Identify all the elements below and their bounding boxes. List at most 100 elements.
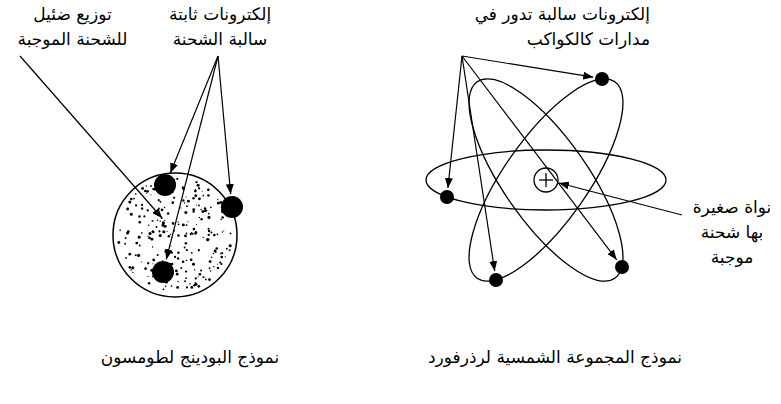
charge-speck: [208, 213, 210, 215]
charge-speck: [198, 197, 201, 200]
charge-speck: [195, 189, 196, 190]
charge-speck: [217, 267, 220, 270]
charge-speck: [173, 197, 175, 199]
charge-speck: [184, 202, 185, 203]
charge-speck: [171, 245, 172, 246]
charge-speck: [146, 193, 147, 194]
charge-speck: [201, 210, 204, 213]
charge-speck: [220, 256, 223, 259]
charge-speck: [207, 194, 210, 197]
charge-speck: [147, 236, 148, 237]
charge-speck: [225, 256, 226, 257]
charge-speck: [184, 280, 186, 282]
charge-speck: [167, 212, 170, 215]
charge-speck: [202, 191, 203, 192]
charge-speck: [133, 198, 135, 200]
charge-speck: [157, 219, 159, 221]
charge-speck: [185, 242, 187, 244]
annotation-label: إلكترونات سالبة تدور في مدارات كالكواكب: [440, 2, 650, 52]
charge-speck: [135, 254, 137, 256]
charge-speck: [222, 231, 223, 232]
charge-speck: [189, 283, 190, 284]
charge-speck: [150, 194, 151, 195]
electron-dot: [489, 273, 503, 287]
charge-speck: [191, 232, 192, 233]
charge-speck: [196, 204, 197, 205]
charge-speck: [130, 213, 133, 216]
charge-speck: [132, 272, 133, 273]
charge-speck: [195, 231, 198, 234]
charge-speck: [139, 245, 141, 247]
charge-speck: [171, 285, 173, 287]
charge-speck: [229, 249, 231, 251]
orbit-ellipse: [443, 58, 649, 303]
charge-speck: [143, 215, 145, 217]
charge-speck: [164, 220, 165, 221]
charge-speck: [204, 207, 206, 209]
charge-speck: [135, 204, 137, 206]
charge-speck: [177, 257, 180, 260]
charge-speck: [215, 252, 217, 254]
charge-speck: [207, 189, 210, 192]
annotation-label: إلكترونات ثابتة سالبة الشحنة: [150, 2, 290, 52]
charge-speck: [192, 263, 195, 266]
charge-speck: [152, 220, 154, 222]
charge-speck: [141, 204, 143, 206]
charge-speck: [184, 211, 187, 214]
charge-speck: [177, 281, 178, 282]
charge-speck: [219, 261, 221, 263]
charge-speck: [198, 276, 199, 277]
charge-speck: [229, 244, 232, 247]
charge-speck: [220, 219, 222, 221]
label-text: إلكترونات سالبة تدور في مدارات كالكواكب: [475, 4, 650, 49]
charge-speck: [160, 221, 161, 222]
charge-speck: [182, 223, 185, 226]
charge-speck: [191, 286, 194, 289]
charge-speck: [182, 260, 184, 262]
charge-speck: [210, 270, 212, 272]
pudding-sphere: [113, 173, 237, 297]
charge-speck: [124, 243, 126, 245]
charge-speck: [117, 241, 120, 244]
model-caption: نموذج المجموعة الشمسية لرذرفورد: [400, 345, 710, 370]
charge-speck: [208, 228, 210, 230]
charge-speck: [209, 267, 211, 269]
charge-speck: [200, 209, 202, 211]
charge-speck: [128, 253, 131, 256]
charge-speck: [128, 200, 131, 203]
charge-speck: [148, 232, 151, 235]
charge-speck: [200, 270, 202, 272]
charge-speck: [194, 194, 197, 197]
charge-speck: [192, 208, 195, 211]
charge-speck: [200, 218, 202, 220]
leader-arrow: [462, 56, 593, 77]
electron-dot: [154, 174, 176, 196]
charge-speck: [141, 187, 144, 190]
charge-speck: [146, 185, 147, 186]
charge-speck: [198, 205, 200, 207]
charge-speck: [180, 267, 182, 269]
charge-speck: [125, 237, 127, 239]
charge-speck: [208, 234, 210, 236]
charge-speck: [208, 230, 210, 232]
charge-speck: [190, 259, 193, 262]
charge-speck: [192, 197, 194, 199]
charge-speck: [223, 230, 224, 231]
charge-speck: [164, 226, 165, 227]
charge-speck: [148, 282, 150, 284]
charge-speck: [159, 234, 162, 237]
charge-speck: [230, 232, 232, 234]
label-text: إلكترونات ثابتة سالبة الشحنة: [169, 4, 271, 49]
charge-speck: [162, 260, 163, 261]
leader-arrow: [218, 56, 231, 194]
charge-speck: [187, 221, 188, 222]
charge-speck: [177, 251, 180, 254]
charge-speck: [186, 286, 188, 288]
leader-arrow: [462, 56, 617, 260]
charge-speck: [197, 184, 200, 187]
charge-speck: [206, 238, 209, 241]
charge-speck: [161, 209, 164, 212]
plus-sign: [545, 173, 546, 187]
charge-speck: [221, 252, 223, 254]
